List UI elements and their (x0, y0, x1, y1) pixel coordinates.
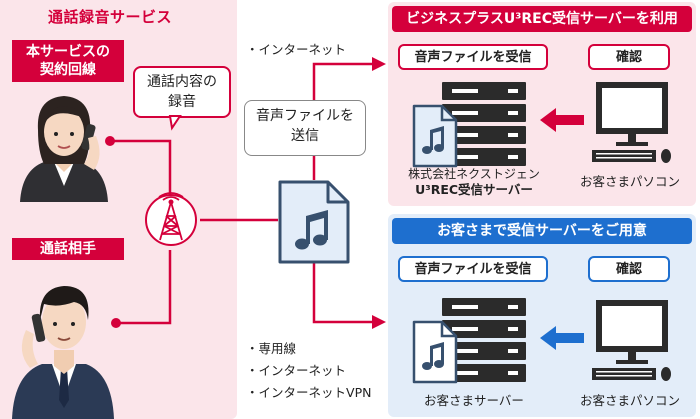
bottom-network-label: インターネット (258, 363, 347, 378)
u3rec-server-icon (412, 82, 526, 168)
send-bubble-line2: 送信 (291, 128, 319, 144)
server-company-name: 株式会社ネクストジェン (408, 167, 540, 181)
bottom-network-label: 専用線 (258, 341, 297, 356)
top-receive-label: 音声ファイルを受信 (398, 44, 548, 70)
server-product-name: U³REC受信サーバー (415, 182, 533, 197)
recording-bubble-line2: 録音 (168, 94, 196, 110)
bottom-network-item: ・専用線 (246, 341, 297, 356)
top-pc-to-server-arrow (540, 108, 584, 132)
bottom-customer-pc-icon (592, 300, 671, 381)
send-bubble-line1: 音声ファイルを (256, 108, 354, 124)
businessman-icon (12, 286, 114, 419)
bottom-network-item: ・インターネット (246, 363, 347, 378)
top-confirm-label: 確認 (588, 44, 670, 70)
bottom-pc-to-server-arrow (540, 326, 584, 350)
top-network-item: ・インターネット (246, 42, 347, 57)
top-customer-pc-icon (592, 82, 671, 163)
call-partner-label: 通話相手 (12, 238, 124, 260)
recording-bubble: 通話内容の 録音 (133, 66, 231, 118)
u3rec-service-header: ビジネスプラスU³REC受信サーバーを利用 (392, 6, 692, 32)
bottom-arrowhead (372, 315, 386, 329)
antenna-tower-icon (145, 192, 197, 246)
send-file-bubble: 音声ファイルを 送信 (244, 100, 366, 156)
audio-file-icon (278, 180, 350, 264)
bottom-pc-caption: お客さまパソコン (579, 393, 680, 408)
bottom-receive-label: 音声ファイルを受信 (398, 256, 548, 282)
subscriber-label-line1: 本サービスの (26, 44, 110, 60)
woman-operator-icon (20, 96, 108, 202)
u3rec-server-caption: 株式会社ネクストジェン U³REC受信サーバー (394, 166, 554, 198)
call-recording-title: 通話録音サービス (48, 8, 173, 26)
subscriber-line-label: 本サービスの 契約回線 (12, 40, 124, 82)
customer-server-icon (412, 298, 526, 384)
subscriber-call-line (110, 139, 172, 200)
customer-server-header: お客さまで受信サーバーをご用意 (392, 218, 692, 244)
subscriber-label-line2: 契約回線 (40, 62, 96, 78)
recording-bubble-line1: 通話内容の (147, 74, 217, 90)
file-to-bottom-line (312, 262, 374, 324)
bottom-confirm-label: 確認 (588, 256, 670, 282)
customer-server-caption: お客さまサーバー (424, 393, 524, 408)
top-pc-caption: お客さまパソコン (579, 174, 680, 189)
partner-dot (111, 318, 121, 328)
bottom-network-label: インターネットVPN (258, 385, 372, 400)
subscriber-dot (105, 136, 115, 146)
top-network-label: インターネット (258, 42, 347, 57)
bottom-network-list: ・専用線 ・インターネット ・インターネットVPN (246, 338, 371, 404)
recording-bubble-pointer (168, 115, 182, 131)
bottom-network-item: ・インターネットVPN (246, 385, 372, 400)
top-arrowhead (372, 57, 386, 71)
partner-call-line (116, 250, 172, 325)
